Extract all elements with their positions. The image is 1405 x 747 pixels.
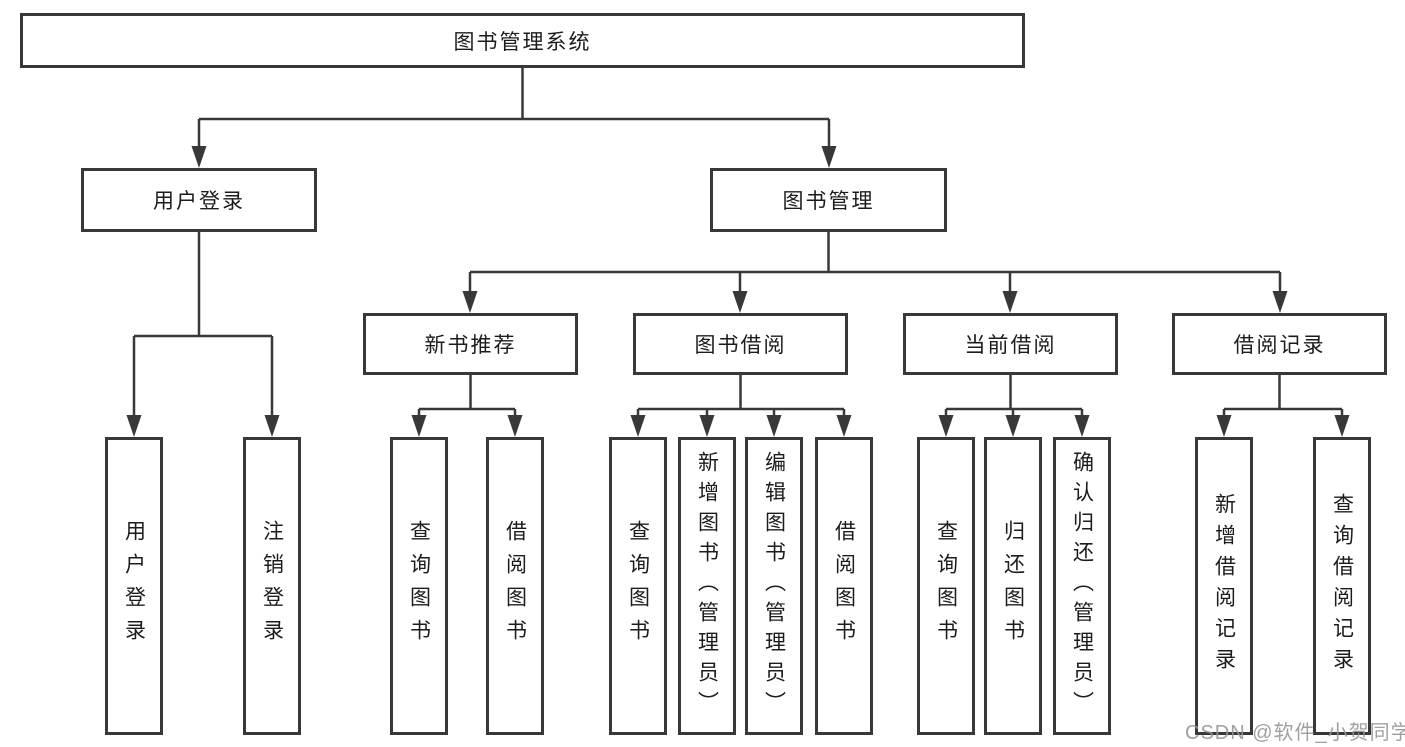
node-borrow-records-label: 借阅记录 <box>1233 334 1326 357</box>
leaf-add-book-admin-label: 新增图书（管理员） <box>695 451 719 721</box>
leaf-add-borrow-record-label: 新增借阅记录 <box>1212 493 1236 679</box>
node-user-login-label: 用户登录 <box>153 190 245 213</box>
connector-borrowrecord-to-leaves <box>1222 375 1344 421</box>
leaf-borrow-book-label: 借阅图书 <box>832 520 856 652</box>
leaf-borrow-book: 借阅图书 <box>815 437 873 735</box>
leaf-edit-book-admin-label: 编辑图书（管理员） <box>762 451 786 721</box>
connector-userlogin-to-leaves <box>132 232 274 419</box>
leaf-query-borrow-record: 查询借阅记录 <box>1313 437 1371 735</box>
leaf-logout-label: 注销登录 <box>260 520 284 652</box>
leaf-confirm-return-admin-label: 确认归还（管理员） <box>1070 451 1094 721</box>
leaf-user-login: 用户登录 <box>105 437 163 735</box>
node-root-label: 图书管理系统 <box>453 30 592 54</box>
leaf-edit-book-admin: 编辑图书（管理员） <box>745 437 803 735</box>
arrowheads <box>126 146 1350 437</box>
node-new-book-recommend: 新书推荐 <box>363 313 578 375</box>
node-borrow-records: 借阅记录 <box>1172 313 1387 375</box>
csdn-watermark: CSDN @软件_小贺同学 <box>1185 722 1405 744</box>
node-book-borrow-label: 图书借阅 <box>694 334 787 357</box>
node-book-borrow: 图书借阅 <box>633 313 848 375</box>
leaf-query-book-newbook: 查询图书 <box>390 437 448 735</box>
node-current-borrow: 当前借阅 <box>903 313 1118 375</box>
connector-bookmgmt-to-level3 <box>468 232 1282 295</box>
leaf-query-book-borrow-label: 查询图书 <box>626 520 650 652</box>
leaf-add-borrow-record: 新增借阅记录 <box>1195 437 1253 735</box>
leaf-add-book-admin: 新增图书（管理员） <box>678 437 736 735</box>
leaf-logout: 注销登录 <box>243 437 301 735</box>
connector-root-to-level2 <box>197 68 831 150</box>
node-book-management: 图书管理 <box>710 168 947 232</box>
connector-currentborrow-to-leaves <box>944 375 1084 421</box>
leaf-borrow-book-newbook-label: 借阅图书 <box>503 520 527 652</box>
node-root: 图书管理系统 <box>20 13 1025 68</box>
node-new-book-recommend-label: 新书推荐 <box>424 334 517 357</box>
leaf-borrow-book-newbook: 借阅图书 <box>486 437 544 735</box>
node-current-borrow-label: 当前借阅 <box>964 334 1057 357</box>
leaf-user-login-label: 用户登录 <box>122 520 146 652</box>
leaf-query-book-borrow: 查询图书 <box>609 437 667 735</box>
leaf-return-book-label: 归还图书 <box>1001 520 1025 652</box>
leaf-query-borrow-record-label: 查询借阅记录 <box>1330 493 1354 679</box>
connector-bookborrow-to-leaves <box>636 375 846 421</box>
node-book-management-label: 图书管理 <box>782 190 875 213</box>
leaf-return-book: 归还图书 <box>984 437 1042 735</box>
leaf-confirm-return-admin: 确认归还（管理员） <box>1053 437 1111 735</box>
leaf-query-book-newbook-label: 查询图书 <box>407 520 431 652</box>
connector-newbook-to-leaves <box>417 375 517 421</box>
node-user-login: 用户登录 <box>81 168 317 232</box>
leaf-query-book-current-label: 查询图书 <box>934 520 958 652</box>
leaf-query-book-current: 查询图书 <box>917 437 975 735</box>
